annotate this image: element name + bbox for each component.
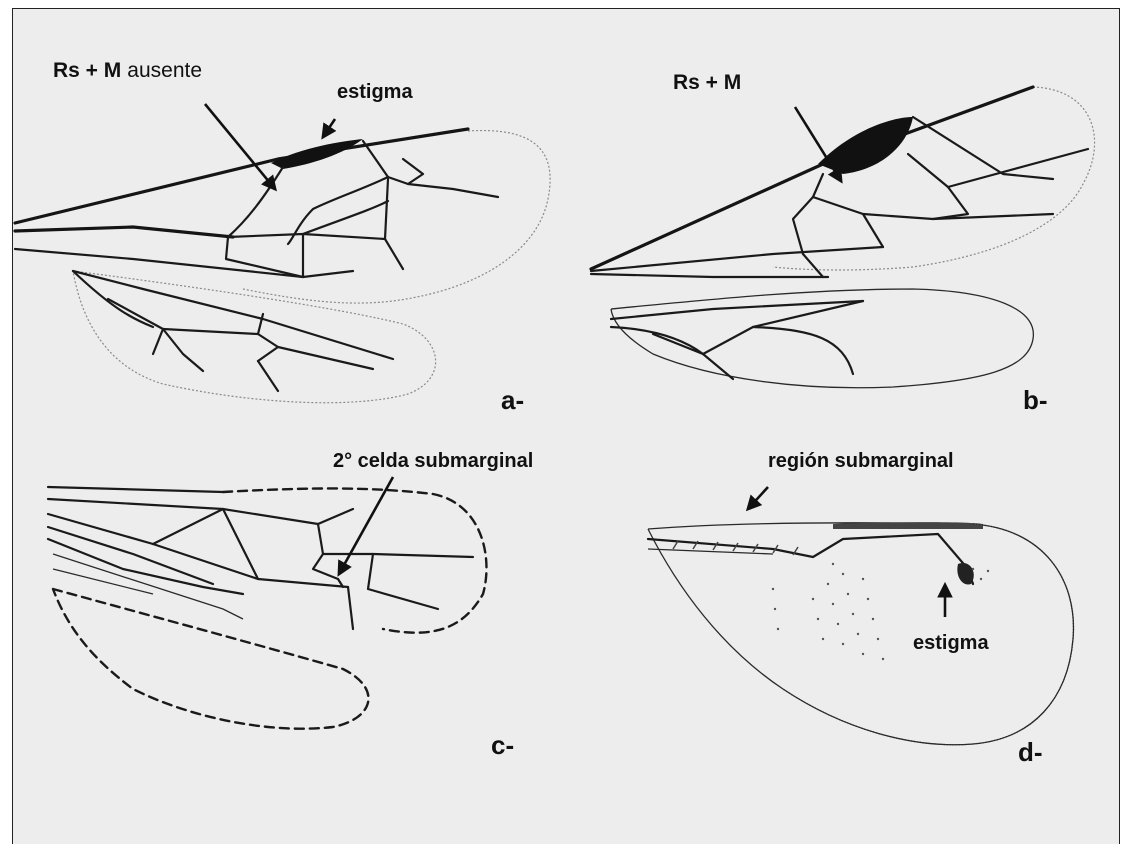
label-estigma-d: estigma: [913, 632, 989, 654]
arrow-rs-m-b: [795, 107, 841, 181]
label-ausente: ausente: [127, 59, 202, 82]
stigma-d: [957, 563, 973, 585]
label-rs-m-a: Rs + M ausente: [53, 59, 202, 82]
label-estigma-a: estigma: [337, 81, 413, 103]
panel-a-wing: [15, 129, 550, 403]
panel-letter-d: d-: [1018, 737, 1043, 767]
arrow-submarginal-cell-c: [339, 477, 393, 574]
panel-d-wing: [648, 522, 1073, 745]
figure-panel: Rs + M ausente estigma Rs + M 2° celda su…: [12, 8, 1120, 844]
arrow-rs-m-a: [205, 104, 275, 189]
arrow-estigma-a: [323, 119, 335, 137]
panel-letter-b: b-: [1023, 385, 1048, 415]
label-rs-m-b: Rs + M: [673, 71, 741, 94]
label-region-submarginal: región submarginal: [768, 450, 954, 472]
annotation-arrows: [205, 104, 945, 617]
panel-letter-c: c-: [491, 730, 514, 760]
label-2-celda-submarginal: 2° celda submarginal: [333, 450, 533, 472]
label-rs-m-a-main: Rs + M: [53, 59, 121, 82]
panel-c-wing: [48, 487, 486, 729]
panel-letter-a: a-: [501, 385, 524, 415]
arrow-submarginal-region-d: [748, 487, 768, 509]
wing-venation-diagram: Rs + M ausente estigma Rs + M 2° celda su…: [13, 9, 1121, 845]
stigma-a: [271, 139, 363, 169]
panel-b-wing: [591, 87, 1095, 388]
